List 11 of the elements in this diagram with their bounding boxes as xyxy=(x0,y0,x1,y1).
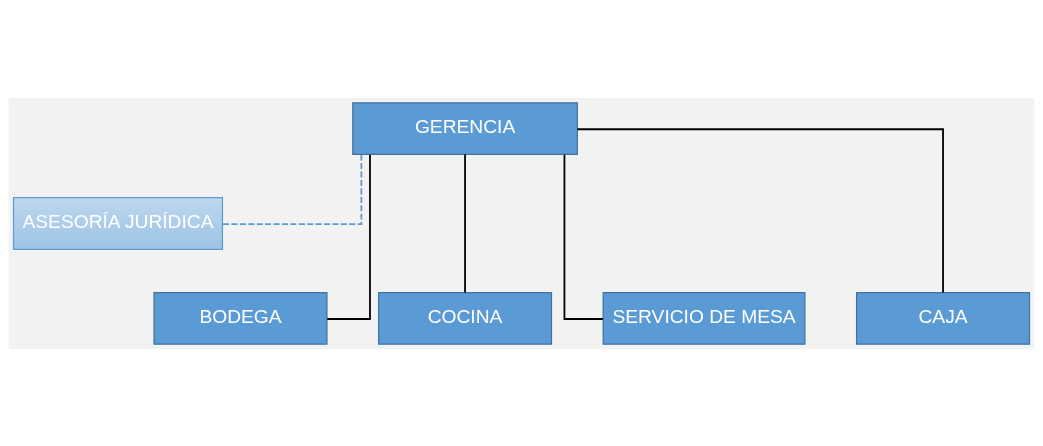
node-box: SERVICIO DE MESA xyxy=(602,291,806,345)
node-box: BODEGA xyxy=(153,291,328,345)
connector xyxy=(326,153,371,320)
node-box: COCINA xyxy=(378,291,553,345)
node-box: GERENCIA xyxy=(352,101,578,155)
connector xyxy=(464,153,466,293)
connector xyxy=(221,153,363,225)
node-box: CAJA xyxy=(855,291,1031,345)
connector xyxy=(563,153,604,320)
node-box: ASESORÍA JURÍDICA xyxy=(12,196,224,250)
connector xyxy=(576,127,944,293)
